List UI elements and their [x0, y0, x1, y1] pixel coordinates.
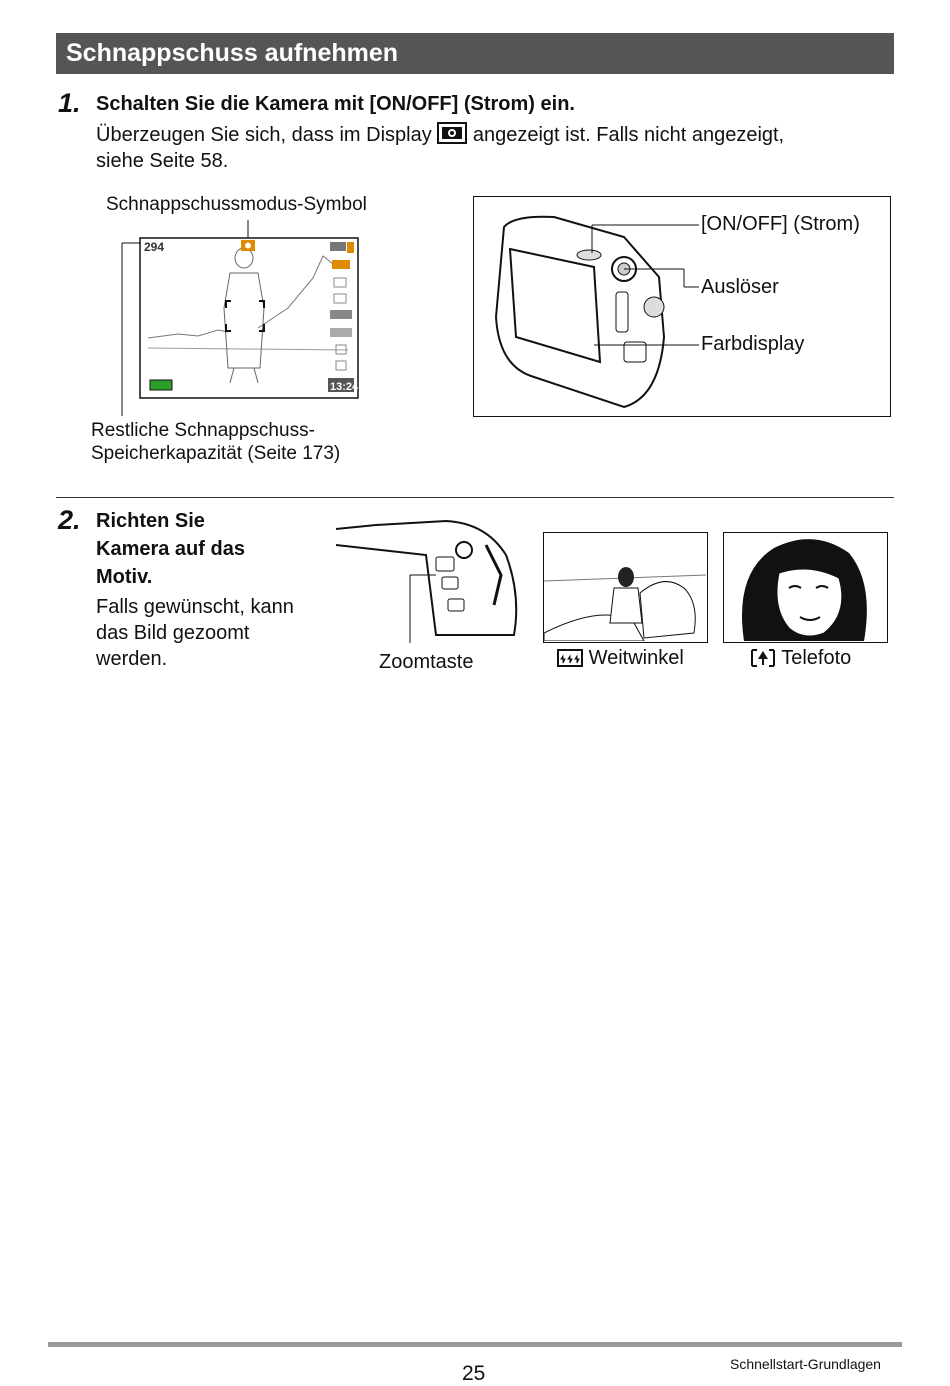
telephoto-label-row: Telefoto — [750, 646, 851, 670]
lcd-time: 13:24 — [330, 381, 359, 393]
wide-angle-photo — [543, 532, 708, 643]
step-1-number: 1. — [58, 88, 81, 118]
step-1-text-line1: Überzeugen Sie sich, dass im Display ang… — [96, 122, 784, 148]
lcd-caption-line1: Restliche Schnappschuss- — [91, 420, 315, 441]
shutter-button-label: Auslöser — [701, 276, 779, 298]
step-2-number: 2. — [58, 505, 81, 535]
section-divider — [56, 497, 894, 498]
step-2-text-line1: Falls gewünscht, kann — [96, 596, 294, 618]
lcd-caption-line2: Speicherkapazität (Seite 173) — [91, 443, 341, 464]
telephoto-label: Telefoto — [781, 647, 852, 669]
power-button-label: [ON/OFF] (Strom) — [701, 213, 860, 235]
camera-back-illustration — [494, 215, 699, 409]
step-1-title: Schalten Sie die Kamera mit [ON/OFF] (St… — [96, 93, 575, 115]
lcd-mode-label: Schnappschussmodus-Symbol — [106, 194, 367, 215]
telephoto-photo — [723, 532, 888, 643]
wide-angle-icon — [557, 649, 583, 667]
camera-illustration-box: [ON/OFF] (Strom) Auslöser Farbdisplay — [473, 196, 891, 417]
step-1-text-before: Überzeugen Sie sich, dass im Display — [96, 124, 432, 146]
footer-rule — [48, 1342, 902, 1347]
wide-angle-label-row: Weitwinkel — [557, 646, 684, 670]
step-2-title-line3: Motiv. — [96, 566, 153, 588]
telephoto-icon — [750, 649, 776, 667]
camera-mode-icon — [437, 122, 468, 144]
page-title: Schnappschuss aufnehmen — [66, 39, 399, 67]
wide-angle-label: Weitwinkel — [588, 647, 684, 669]
step-2-title-line2: Kamera auf das — [96, 538, 245, 560]
section-header-bar — [56, 33, 894, 74]
zoom-button-illustration — [336, 515, 526, 647]
lcd-counter: 294 — [144, 240, 164, 254]
step-1-text-after: angezeigt ist. Falls nicht angezeigt, — [472, 124, 785, 146]
lcd-screen-illustration: 294 13:24 — [118, 218, 368, 418]
step-2-text-line2: das Bild gezoomt — [96, 622, 250, 644]
step-2-title-line1: Richten Sie — [96, 510, 205, 532]
zoom-button-label: Zoomtaste — [379, 651, 474, 673]
display-label: Farbdisplay — [701, 333, 805, 355]
footer-section-name: Schnellstart-Grundlagen — [730, 1356, 881, 1372]
page-number: 25 — [462, 1362, 486, 1385]
step-2-text-line3: werden. — [96, 648, 168, 670]
step-1-text-line2: siehe Seite 58. — [96, 150, 229, 172]
